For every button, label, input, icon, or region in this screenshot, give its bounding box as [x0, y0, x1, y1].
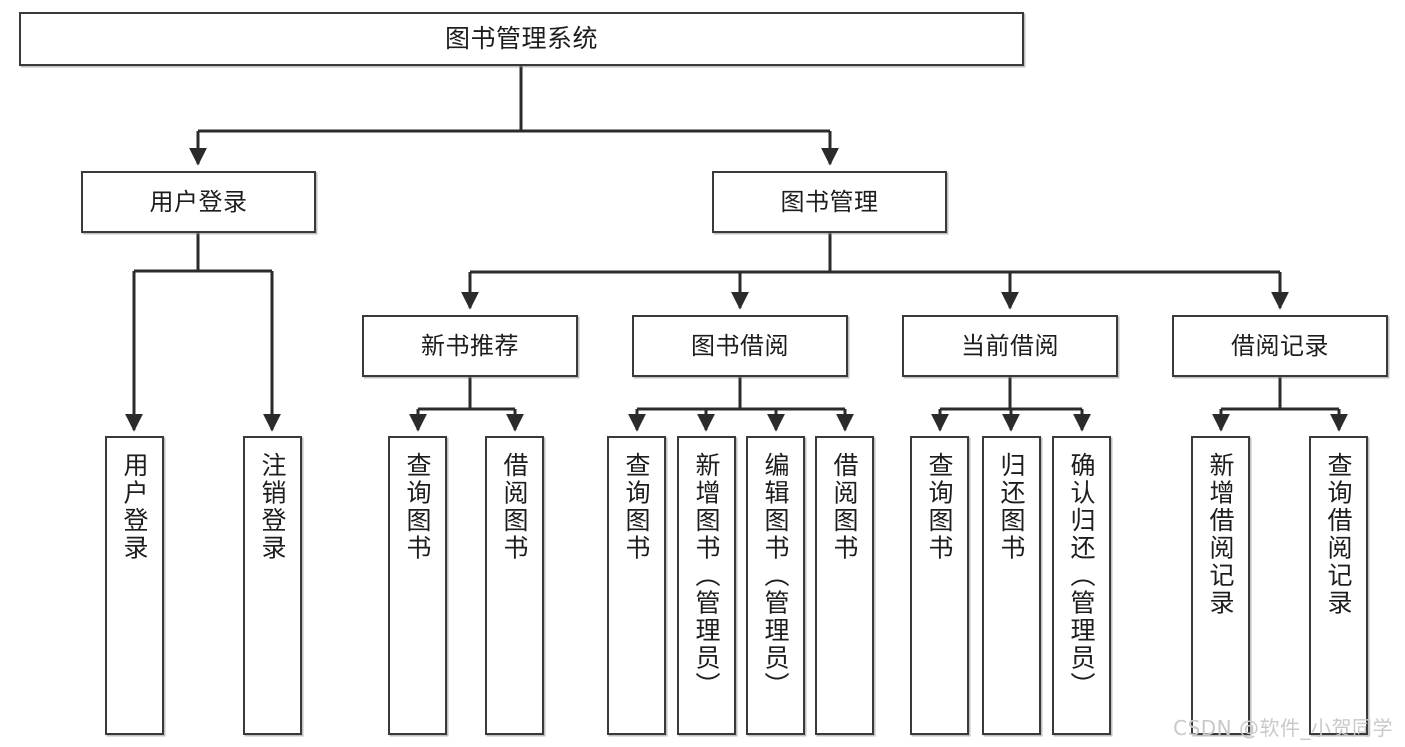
leaf-logout-label: 注销登录: [258, 452, 287, 562]
leaf-query-book-1[interactable]: 查询图书: [388, 436, 447, 735]
csdn-watermark: CSDN @软件_小贺同学: [1173, 716, 1393, 740]
leaf-user-login-label: 用户登录: [120, 452, 149, 562]
leaf-user-login[interactable]: 用户登录: [105, 436, 164, 735]
leaf-borrow-book-2[interactable]: 借阅图书: [815, 436, 874, 735]
leaf-edit-book-label: 编辑图书（管理员）: [761, 452, 790, 700]
leaf-borrow-book-2-label: 借阅图书: [830, 452, 859, 562]
leaf-logout[interactable]: 注销登录: [243, 436, 302, 735]
node-book-borrow-label: 图书借阅: [691, 331, 789, 360]
leaf-query-book-1-label: 查询图书: [403, 452, 432, 562]
node-root[interactable]: 图书管理系统: [19, 12, 1024, 66]
leaf-query-book-2-label: 查询图书: [622, 452, 651, 562]
leaf-return-book[interactable]: 归还图书: [982, 436, 1041, 735]
leaf-borrow-book-1-label: 借阅图书: [500, 452, 529, 562]
node-book-manage-label: 图书管理: [780, 187, 879, 216]
leaf-confirm-return[interactable]: 确认归还（管理员）: [1052, 436, 1111, 735]
leaf-add-record[interactable]: 新增借阅记录: [1191, 436, 1250, 735]
leaf-add-book-label: 新增图书（管理员）: [692, 452, 721, 700]
node-new-book-recommend-label: 新书推荐: [421, 331, 519, 360]
leaf-confirm-return-label: 确认归还（管理员）: [1067, 452, 1096, 700]
node-borrow-record[interactable]: 借阅记录: [1172, 315, 1388, 377]
leaf-query-book-3[interactable]: 查询图书: [910, 436, 969, 735]
node-user-login-label: 用户登录: [149, 187, 248, 216]
leaf-add-record-label: 新增借阅记录: [1206, 452, 1235, 617]
leaf-add-book[interactable]: 新增图书（管理员）: [677, 436, 736, 735]
leaf-return-book-label: 归还图书: [997, 452, 1026, 562]
node-new-book-recommend[interactable]: 新书推荐: [362, 315, 578, 377]
node-book-borrow[interactable]: 图书借阅: [632, 315, 848, 377]
node-book-manage[interactable]: 图书管理: [712, 171, 947, 233]
node-current-borrow[interactable]: 当前借阅: [902, 315, 1118, 377]
leaf-edit-book[interactable]: 编辑图书（管理员）: [746, 436, 805, 735]
leaf-borrow-book-1[interactable]: 借阅图书: [485, 436, 544, 735]
leaf-query-book-3-label: 查询图书: [925, 452, 954, 562]
node-current-borrow-label: 当前借阅: [961, 331, 1059, 360]
node-root-label: 图书管理系统: [444, 24, 598, 54]
node-user-login[interactable]: 用户登录: [81, 171, 316, 233]
leaf-query-record-label: 查询借阅记录: [1324, 452, 1353, 617]
node-borrow-record-label: 借阅记录: [1231, 331, 1329, 360]
leaf-query-book-2[interactable]: 查询图书: [607, 436, 666, 735]
leaf-query-record[interactable]: 查询借阅记录: [1309, 436, 1368, 735]
